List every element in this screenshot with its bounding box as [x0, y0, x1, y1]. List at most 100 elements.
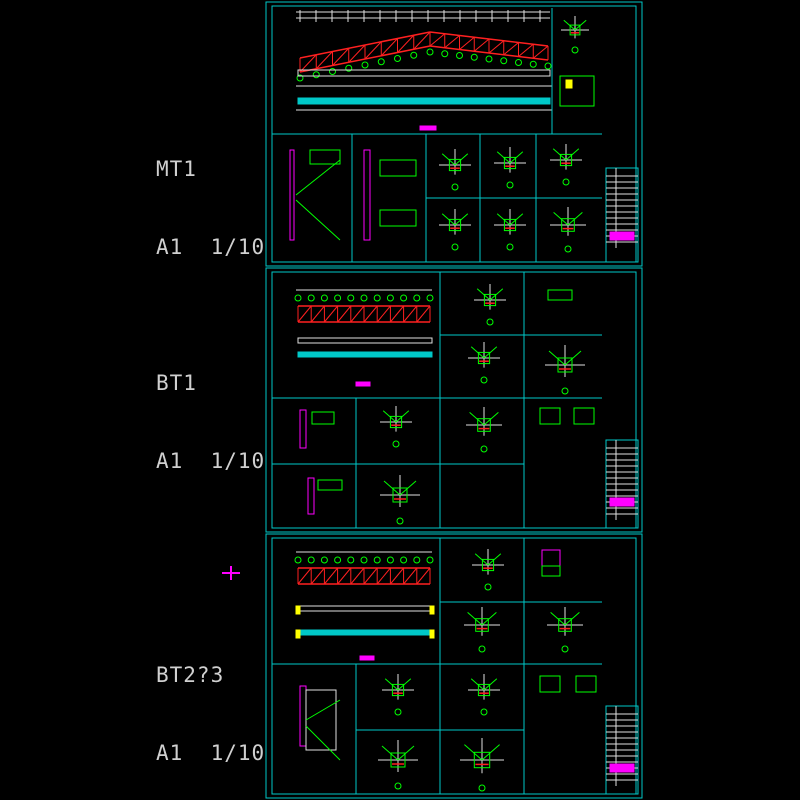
detail-brace: [397, 678, 412, 691]
drawing-title-tag: [355, 381, 371, 387]
sheet-frame: [265, 1, 643, 267]
detail-plate: [309, 149, 341, 165]
sheet-label-bt1: BT1 A1 1/10: [156, 318, 265, 500]
truss-diagonal: [324, 305, 338, 323]
sheet-frame: [265, 267, 643, 533]
detail-brace: [295, 199, 341, 241]
detail-callout: [561, 645, 569, 653]
detail-callout: [561, 387, 569, 395]
node-marker: [413, 294, 421, 302]
detail-brace: [565, 148, 580, 161]
detail-brace: [305, 725, 341, 761]
detail-brace: [496, 213, 511, 226]
detail-callout: [478, 645, 486, 653]
truss-diagonal: [444, 35, 460, 49]
detail-brace: [564, 350, 582, 366]
plan-view: [297, 97, 551, 105]
sheet-format-scale: A1 1/10: [156, 235, 266, 259]
truss-diagonal: [332, 47, 350, 66]
truss-diagonal: [532, 45, 549, 59]
gusset-plate: [557, 357, 573, 373]
gusset-plate: [475, 618, 489, 632]
truss-diagonal: [363, 305, 378, 323]
plan-view: [297, 337, 433, 344]
truss-diagonal: [376, 567, 391, 585]
detail-brace: [470, 346, 485, 359]
title-stamp: [609, 763, 635, 773]
column-section: [299, 409, 307, 449]
detail-brace: [454, 153, 469, 166]
truss-diagonal: [380, 38, 398, 57]
node-marker: [329, 68, 336, 75]
detail-brace: [550, 612, 566, 626]
node-marker: [347, 294, 355, 302]
plan-marker: [295, 629, 301, 639]
plan-view: [297, 605, 433, 612]
detail-brace: [483, 678, 498, 691]
detail-callout: [394, 782, 402, 790]
section-detail: [539, 675, 561, 693]
node-marker: [410, 51, 418, 59]
column-section: [289, 149, 295, 241]
sheet-format-scale: A1 1/10: [156, 449, 266, 473]
detail-brace: [464, 744, 483, 761]
gusset-plate: [448, 218, 462, 232]
gusset-plate: [477, 351, 491, 365]
plan-view: [297, 69, 551, 77]
truss-diagonal: [413, 31, 431, 50]
node-marker: [485, 55, 493, 63]
truss-diagonal: [350, 305, 365, 323]
node-marker: [529, 60, 537, 68]
gusset-plate: [569, 24, 581, 36]
truss-diagonal: [397, 34, 415, 53]
truss-diagonal: [363, 567, 378, 585]
node-marker: [307, 556, 315, 564]
plan-marker: [295, 605, 301, 615]
detail-brace: [564, 612, 580, 626]
node-marker: [347, 556, 355, 564]
detail-brace: [469, 412, 485, 426]
section-detail: [559, 75, 595, 107]
truss-diagonal: [364, 41, 382, 60]
gusset-plate: [392, 487, 408, 503]
detail-callout: [451, 183, 459, 191]
detail-brace: [487, 553, 502, 566]
node-marker: [373, 556, 381, 564]
gusset-plate: [481, 558, 495, 572]
truss-diagonal: [390, 305, 404, 323]
detail-brace: [395, 410, 410, 423]
detail-brace: [384, 678, 399, 691]
detail-brace: [481, 744, 500, 761]
sheet-format-scale: A1 1/10: [156, 741, 266, 765]
node-marker: [470, 53, 478, 61]
truss-diagonal: [403, 567, 418, 585]
node-marker: [426, 48, 434, 56]
node-marker: [426, 556, 434, 564]
detail-brace: [441, 153, 456, 166]
detail-callout: [478, 784, 486, 792]
truss-diagonal: [376, 305, 391, 323]
plan-marker: [429, 605, 435, 615]
node-marker: [544, 62, 552, 70]
detail-brace: [509, 151, 524, 164]
detail-brace: [381, 745, 399, 761]
detail-brace: [383, 480, 401, 496]
title-stamp: [609, 497, 635, 507]
node-marker: [413, 556, 421, 564]
detail-plate: [317, 479, 343, 491]
sheet-label-bt2-3: BT2?3 A1 1/10: [156, 610, 265, 792]
drawing-title-tag: [359, 655, 375, 661]
sheet-inner-border: [271, 537, 637, 795]
detail-brace: [552, 148, 567, 161]
node-marker: [377, 58, 385, 66]
node-marker: [394, 55, 401, 62]
section-detail: [547, 289, 573, 301]
title-block: [605, 167, 639, 263]
truss-diagonal: [297, 567, 312, 585]
node-marker: [307, 294, 315, 302]
detail-brace: [470, 678, 485, 691]
section-detail: [541, 549, 561, 567]
detail-brace: [489, 288, 504, 301]
detail-brace: [567, 212, 583, 226]
